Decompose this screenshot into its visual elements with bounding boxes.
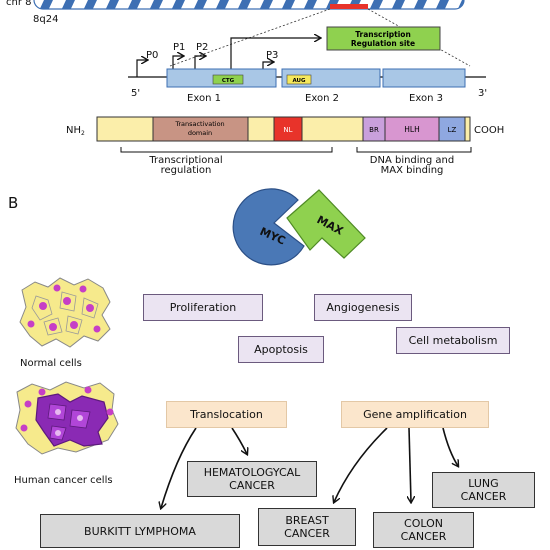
transcription-site-line2: Regulation site <box>351 39 415 48</box>
exon-1-label: Exon 1 <box>187 93 221 104</box>
promoter-p0-arrow <box>136 60 147 77</box>
function-proliferation: Proliferation <box>143 294 263 321</box>
cancer-colon-line1: COLON <box>404 517 443 530</box>
arrow-amplification-breast <box>334 427 388 502</box>
bracket-dna-binding <box>356 147 472 153</box>
lz-domain <box>438 116 466 142</box>
mechanism-translocation: Translocation <box>166 401 287 428</box>
nh2-label: NH2 <box>66 125 85 137</box>
cancer-hematological: HEMATOLOGYCAL CANCER <box>187 461 317 497</box>
exon-3-label: Exon 3 <box>409 93 443 104</box>
gene-structure: 5' 3' P0 P1 P2 P3 CTG AUG Exon 1 Exon 2 … <box>128 42 487 104</box>
arrow-translocation-burkitt <box>161 427 197 508</box>
arrow-amplification-lung <box>442 427 458 466</box>
transcription-site: Transcription Regulation site <box>230 26 441 77</box>
transcriptional-reg-line2: regulation <box>161 165 212 176</box>
dna-binding-line1: DNA binding and <box>370 155 454 166</box>
cancer-lung: LUNG CANCER <box>432 472 535 508</box>
exon-2-label: Exon 2 <box>305 93 339 104</box>
lz-label: LZ <box>448 126 457 134</box>
function-cell-metabolism: Cell metabolism <box>396 327 510 354</box>
transcriptional-reg-line1: Transcriptional <box>148 155 222 166</box>
transactivation-line2: domain <box>188 129 212 137</box>
cancer-cells-label: Human cancer cells <box>14 475 113 486</box>
ctg-label: CTG <box>222 78 235 84</box>
aug-label: AUG <box>292 78 306 84</box>
normal-cells-label: Normal cells <box>20 358 82 369</box>
cancer-breast: BREAST CANCER <box>258 508 356 546</box>
transactivation-line1: Transactivation <box>174 120 224 128</box>
aug-box <box>286 74 312 85</box>
five-prime-label: 5' <box>131 88 140 99</box>
function-apoptosis: Apoptosis <box>238 336 324 363</box>
hlh-label: HLH <box>404 125 419 134</box>
bracket-transcriptional <box>120 147 333 153</box>
zoom-line-right <box>367 8 471 67</box>
br-label: BR <box>369 126 379 134</box>
arrow-translocation-hematological <box>231 427 247 454</box>
cancer-hematological-line2: CANCER <box>229 479 275 492</box>
myc-shape <box>232 188 305 266</box>
myc-max-complex: MYC MAX <box>232 188 366 266</box>
chromosome: chr 8 8q24 <box>6 0 471 67</box>
mechanism-gene-amplification: Gene amplification <box>341 401 489 428</box>
chromosome-band: 8q24 <box>33 14 58 25</box>
promoter-p3-label: P3 <box>266 50 278 61</box>
normal-cells-image <box>19 277 111 348</box>
promoter-p2-label: P2 <box>196 42 208 53</box>
cancer-hematological-line1: HEMATOLOGYCAL <box>203 466 301 479</box>
ctg-box <box>212 74 244 85</box>
cancer-cells-image <box>15 381 119 455</box>
nl-domain <box>273 116 303 142</box>
transcription-site-line1: Transcription <box>355 30 411 39</box>
transactivation-domain <box>152 116 249 142</box>
promoter-p0-label: P0 <box>146 50 158 61</box>
arrow-amplification-colon <box>409 427 411 502</box>
dna-binding-line2: MAX binding <box>381 165 444 176</box>
chromosome-label: chr 8 <box>6 0 32 8</box>
cancer-lung-line1: LUNG <box>468 477 499 490</box>
function-angiogenesis: Angiogenesis <box>314 294 412 321</box>
cancer-lung-line2: CANCER <box>460 490 507 503</box>
cancer-breast-line2: CANCER <box>284 527 330 540</box>
promoter-p1-label: P1 <box>173 42 185 53</box>
transcription-site-arrow <box>230 38 320 77</box>
nl-label: NL <box>283 126 292 134</box>
cancer-colon: COLON CANCER <box>373 512 474 548</box>
max-shape <box>286 189 366 259</box>
cancer-burkitt: BURKITT LYMPHOMA <box>40 514 240 548</box>
cancer-colon-line2: CANCER <box>400 530 447 543</box>
cancer-breast-line1: BREAST <box>285 514 329 527</box>
cooh-label: COOH <box>474 125 504 136</box>
cancer-arrows <box>161 427 458 508</box>
panel-b-label: B <box>8 194 18 212</box>
exon-3 <box>382 68 466 88</box>
protein-domains: NH2 Transactivation domain NL BR HLH LZ … <box>66 116 504 176</box>
hlh-domain <box>384 116 440 142</box>
three-prime-label: 3' <box>478 88 487 99</box>
